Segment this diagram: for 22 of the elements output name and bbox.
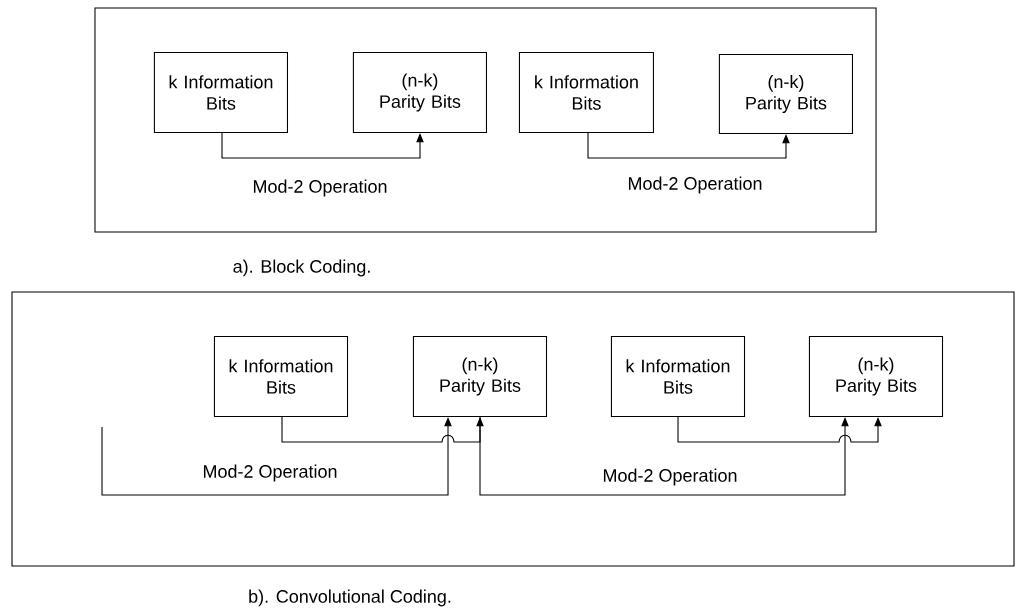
- caption: a). Block Coding.: [233, 259, 370, 277]
- operation-label: Mod-2 Operation: [628, 176, 762, 194]
- operation-label: Mod-2 Operation: [603, 468, 737, 486]
- parity-box: (n-k) Parity Bits: [808, 335, 944, 417]
- connector-arrow: [101, 417, 452, 496]
- operation-label: Mod-2 Operation: [253, 179, 387, 197]
- connector-arrow: [479, 416, 849, 496]
- parity-box: (n-k) Parity Bits: [412, 335, 548, 417]
- connector-arrow: [587, 132, 790, 159]
- parity-box: (n-k) Parity Bits: [352, 51, 487, 133]
- information-box: k Information Bits: [610, 335, 746, 417]
- panel-frame: [11, 291, 1015, 567]
- caption: b). Convolutional Coding.: [249, 589, 451, 607]
- information-box: k Information Bits: [213, 335, 349, 417]
- operation-label: Mod-2 Operation: [203, 464, 337, 482]
- connector-arrow: [281, 416, 484, 443]
- connector-arrow: [221, 132, 424, 159]
- parity-box: (n-k) Parity Bits: [718, 53, 853, 134]
- information-box: k Information Bits: [153, 51, 288, 133]
- connector-arrow: [677, 416, 882, 443]
- panel-frame: [94, 7, 877, 233]
- information-box: k Information Bits: [518, 51, 654, 133]
